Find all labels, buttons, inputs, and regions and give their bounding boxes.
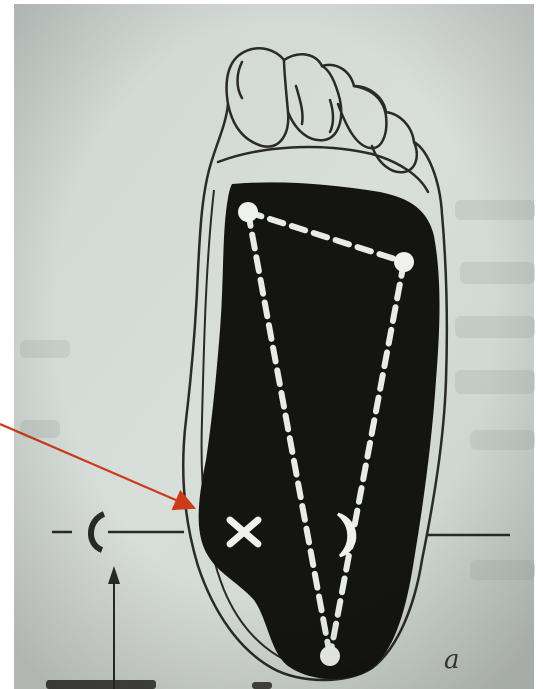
vertex-medial-forefoot [238,202,258,222]
vertex-lateral-forefoot [394,252,414,272]
panel-label: a [444,645,460,675]
vertex-heel [320,646,340,666]
